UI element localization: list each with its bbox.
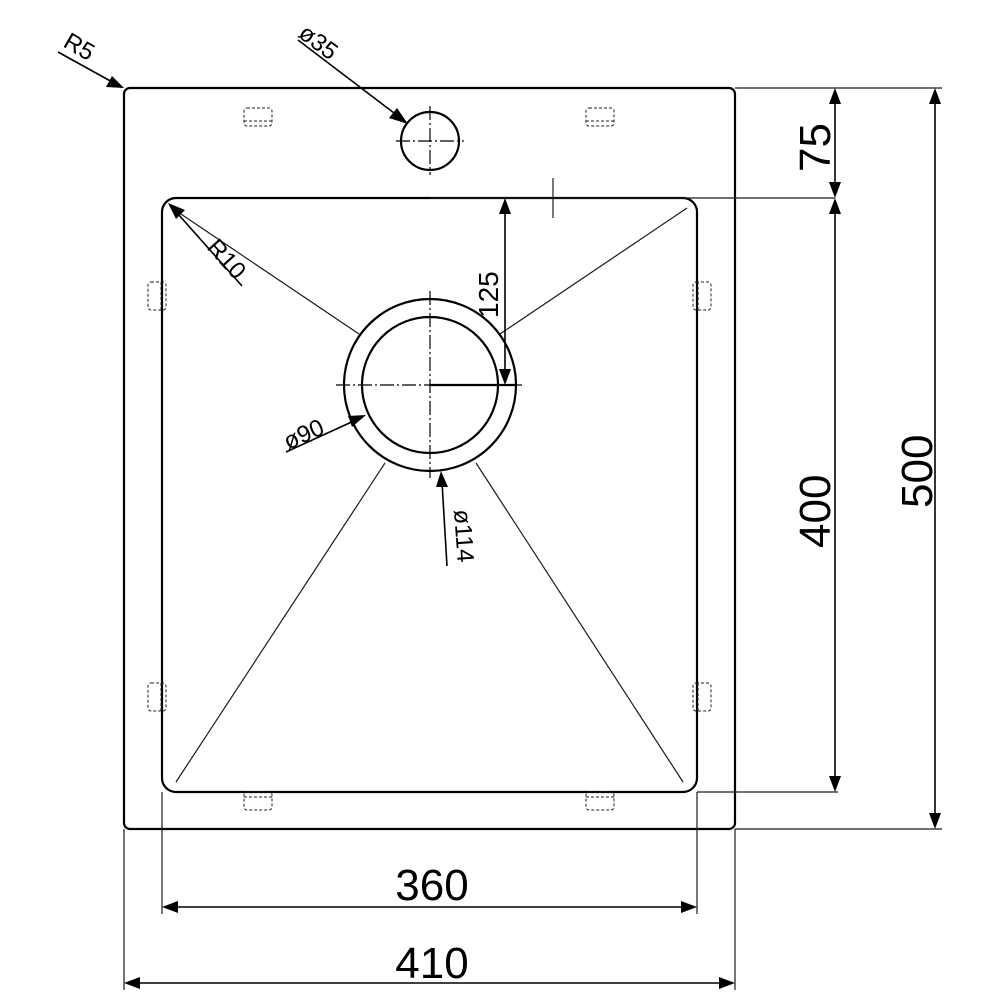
dimension-extension-lines-right <box>697 87 942 830</box>
outer-plate-outline <box>122 86 737 831</box>
label-bowl-depth: 400 <box>791 475 840 548</box>
label-top-margin: 75 <box>791 123 840 172</box>
leader-faucet-hole <box>297 39 408 124</box>
bowl-slope-lines <box>171 207 688 783</box>
label-overall-depth: 500 <box>893 435 942 508</box>
dimension-bowl-width <box>162 901 697 913</box>
faucet-hole-centerlines <box>396 106 464 175</box>
label-bowl-width: 360 <box>395 861 468 910</box>
inner-bowl-outline <box>160 196 699 794</box>
leader-r10 <box>168 203 243 287</box>
dimension-overall-depth <box>929 88 941 829</box>
mounting-clips <box>147 107 712 811</box>
dimension-overall-width <box>124 977 735 989</box>
label-drain-outer-diameter: ø114 <box>448 509 479 564</box>
label-r5: R5 <box>59 28 99 67</box>
leader-drain-inner <box>285 415 366 453</box>
label-r10: R10 <box>202 234 252 285</box>
dimension-top-margin <box>829 88 841 198</box>
leader-drain-outer <box>436 471 448 567</box>
label-drain-offset: 125 <box>473 271 504 318</box>
label-overall-width: 410 <box>395 939 468 988</box>
label-drain-inner-diameter: ø90 <box>279 414 328 455</box>
label-faucet-hole-diameter: ø35 <box>293 19 342 65</box>
dimension-bowl-depth <box>829 198 841 792</box>
dimension-drain-offset <box>430 178 835 387</box>
leader-r5 <box>57 51 124 88</box>
dimension-extension-lines-bottom <box>123 792 736 990</box>
